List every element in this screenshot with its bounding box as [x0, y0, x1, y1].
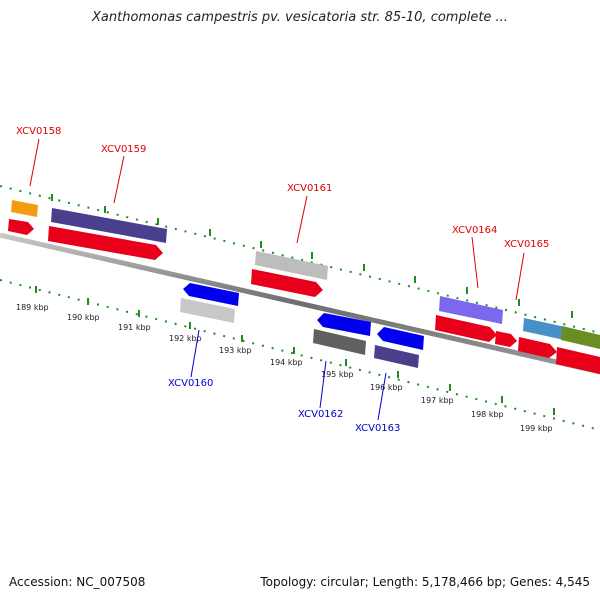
kbp-label-196: 196 kbp [370, 383, 403, 392]
kbp-labels: 189 kbp 190 kbp 191 kbp 192 kbp 193 kbp … [16, 303, 553, 433]
kbp-label-197: 197 kbp [421, 396, 454, 405]
feature-XCV0161-cds[interactable] [251, 269, 323, 297]
feature-XCV0160-cds[interactable] [180, 298, 235, 323]
feature-XCV0159-gene[interactable] [51, 208, 167, 243]
kbp-label-194: 194 kbp [270, 358, 303, 367]
gene-label-XCV0158[interactable]: XCV0158 [16, 126, 61, 137]
kbp-label-195: 195 kbp [321, 370, 354, 379]
feature-XCV0158-cds[interactable] [8, 219, 34, 235]
kbp-label-193: 193 kbp [219, 346, 252, 355]
gene-label-XCV0163[interactable]: XCV0163 [355, 423, 400, 434]
feature-XCV0158-gene[interactable] [11, 200, 38, 217]
kbp-label-190: 190 kbp [67, 313, 100, 322]
gene-label-XCV0159[interactable]: XCV0159 [101, 144, 146, 155]
kbp-label-191: 191 kbp [118, 323, 151, 332]
kbp-label-198: 198 kbp [471, 410, 504, 419]
gene-label-XCV0164[interactable]: XCV0164 [452, 225, 497, 236]
feature-XCV0165-gene-ext[interactable] [561, 326, 600, 349]
gene-label-XCV0161[interactable]: XCV0161 [287, 183, 332, 194]
feature-XCV0160-gene[interactable] [183, 283, 239, 306]
feature-XCV0164-gene[interactable] [439, 296, 503, 324]
forward-scale-track [0, 185, 600, 334]
feature-XCV0162-cds[interactable] [313, 329, 366, 355]
feature-XCV0164-cds[interactable] [435, 315, 497, 342]
feature-XCV0161-gene[interactable] [255, 251, 328, 280]
gene-label-XCV0160[interactable]: XCV0160 [168, 378, 213, 389]
gene-label-XCV0162[interactable]: XCV0162 [298, 409, 343, 420]
feature-XCV0165-cds[interactable] [518, 337, 557, 358]
feature-XCV0163-gene[interactable] [377, 327, 424, 350]
status-footer: Accession: NC_007508 Topology: circular;… [0, 572, 600, 592]
page-title: Xanthomonas campestris pv. vesicatoria s… [92, 10, 508, 25]
feature-XCV0163-cds[interactable] [374, 345, 419, 368]
feature-XCV0164-cds-tail[interactable] [495, 331, 517, 347]
feature-XCV0159-cds[interactable] [48, 226, 163, 260]
topology-summary: Topology: circular; Length: 5,178,466 bp… [260, 575, 590, 589]
accession-text: Accession: NC_007508 [9, 575, 146, 589]
feature-XCV0166-cds[interactable] [556, 347, 600, 374]
feature-XCV0162-gene[interactable] [317, 313, 371, 336]
major-ticks [35, 194, 573, 415]
feature-XCV0165-gene[interactable] [523, 318, 570, 341]
kbp-label-189: 189 kbp [16, 303, 49, 312]
kbp-label-192: 192 kbp [169, 334, 202, 343]
genome-backbone [0, 232, 600, 375]
kbp-label-199: 199 kbp [520, 424, 553, 433]
gene-label-XCV0165[interactable]: XCV0165 [504, 239, 549, 250]
leader-lines [29, 138, 525, 421]
gene-labels: XCV0158 XCV0159 XCV0161 XCV0164 XCV0165 … [16, 126, 549, 434]
